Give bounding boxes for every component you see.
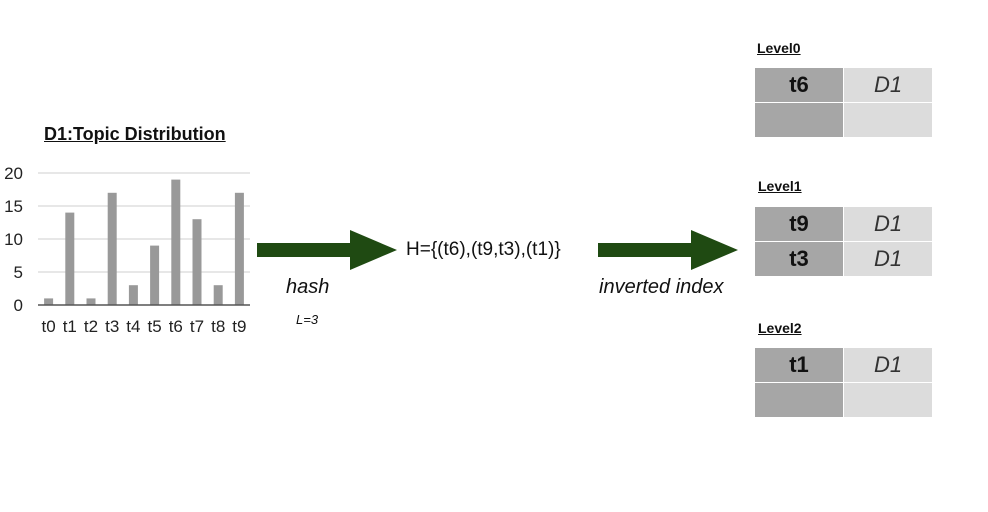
doc-cell: D1 [843,348,933,383]
topic-distribution-chart: 0 5 10 15 20 t0 t1 t2 t3 t4 t5 t6 t7 t8 t9 [4,164,250,336]
x-tick-label: t4 [126,317,140,336]
hash-label: hash [286,276,330,298]
y-tick-label: 15 [4,197,23,216]
index-arrow-icon [598,230,738,270]
bar-t7 [192,219,202,305]
x-tick-label: t8 [211,317,225,336]
doc-cell: D1 [843,207,933,242]
x-tick-label: t7 [190,317,204,336]
table-row: t3 D1 [755,241,933,277]
topic-cell [755,102,844,138]
y-tick-label: 20 [4,164,23,183]
doc-cell [843,382,933,418]
doc-cell [843,102,933,138]
doc-cell: D1 [843,241,933,277]
table-row: t9 D1 [755,207,933,242]
x-tick-label: t3 [105,317,119,336]
bar-t4 [128,285,138,305]
bar-t8 [213,285,223,305]
bar-t6 [171,179,181,305]
bar-t2 [86,298,96,305]
hash-arrow-icon [257,230,397,270]
inverted-index-label: inverted index [599,276,724,298]
x-tick-label: t0 [42,317,56,336]
table-row: t6 D1 [755,68,933,103]
bar-t9 [234,192,244,305]
doc-cell: D1 [843,68,933,103]
level2-title: Level2 [758,320,802,336]
param-label: L=3 [296,312,319,327]
y-tick-label: 0 [14,296,23,315]
bar-t3 [107,192,117,305]
level0-table: t6 D1 [755,68,933,138]
topic-cell: t1 [755,348,844,383]
topic-cell [755,382,844,418]
level1-table: t9 D1 t3 D1 [755,207,933,277]
topic-cell: t9 [755,207,844,242]
x-tick-label: t6 [169,317,183,336]
table-row [755,382,933,418]
table-row: t1 D1 [755,348,933,383]
hash-set-label: H={(t6),(t9,t3),(t1)} [406,239,561,260]
x-tick-label: t2 [84,317,98,336]
bar-t1 [65,212,75,305]
level0-title: Level0 [757,40,801,56]
topic-cell: t6 [755,68,844,103]
level1-title: Level1 [758,178,802,194]
y-tick-label: 5 [14,263,23,282]
x-tick-label: t9 [232,317,246,336]
bar-t5 [150,245,160,305]
table-row [755,102,933,138]
chart-title: D1:Topic Distribution [44,124,226,144]
topic-cell: t3 [755,241,844,277]
y-tick-label: 10 [4,230,23,249]
bar-t0 [44,298,54,305]
level2-table: t1 D1 [755,348,933,418]
x-tick-label: t1 [63,317,77,336]
x-tick-label: t5 [148,317,162,336]
